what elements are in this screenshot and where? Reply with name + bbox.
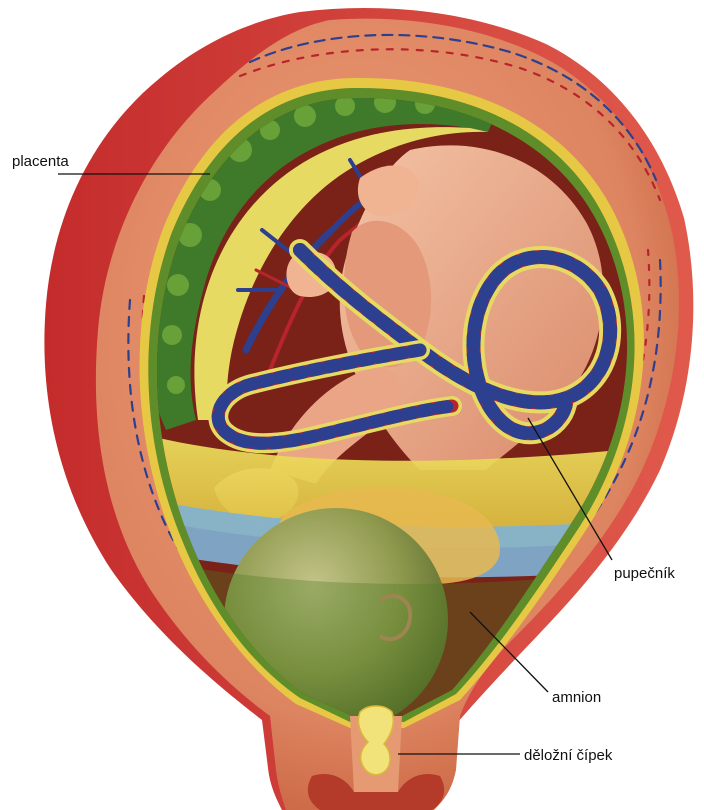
label-umbilical-cord: pupečník (614, 565, 675, 582)
label-amnion: amnion (552, 689, 601, 706)
label-placenta: placenta (12, 153, 69, 170)
label-cervix: děložní čípek (524, 747, 613, 764)
